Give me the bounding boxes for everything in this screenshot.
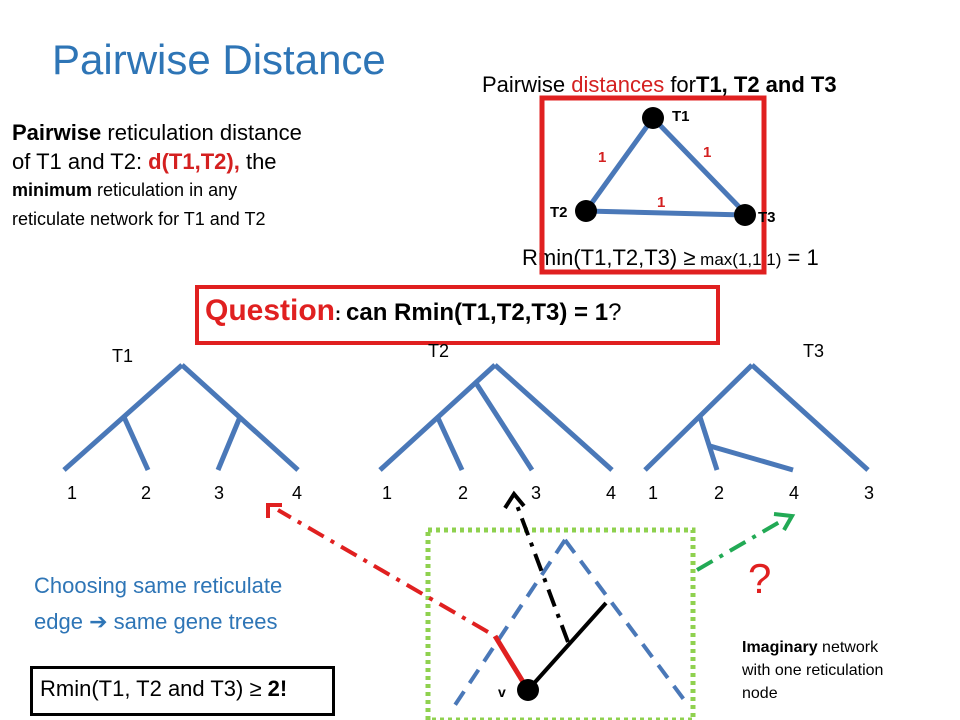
- network-node-v: [517, 679, 539, 701]
- edge-t1-t2: [583, 116, 656, 213]
- tree-label-t3: T3: [803, 341, 824, 361]
- choosing-line2b: same gene trees: [107, 609, 278, 634]
- tree-t3-leaf-3: 3: [864, 483, 874, 503]
- node-label-v: v: [498, 684, 506, 700]
- edge-t2-t3: [585, 208, 746, 218]
- definition-text: Pairwise reticulation distance of T1 and…: [12, 118, 302, 234]
- def-line4: reticulate network for T1 and T2: [12, 209, 266, 229]
- rmin-result-a: Rmin(T1, T2 and T3): [40, 676, 250, 701]
- tree-t3-branch-4: [709, 443, 794, 473]
- rmin-result: Rmin(T1, T2 and T3) ≥ 2!: [40, 676, 287, 702]
- tree-t2: [378, 363, 614, 472]
- edge-label-t1-t2: 1: [598, 149, 606, 166]
- tree-t3-leaf-1: 1: [648, 483, 658, 503]
- imaginary-network-note: Imaginary network with one reticulation …: [742, 636, 883, 705]
- tree-t2-branch-left: [378, 363, 497, 472]
- question-colon: :: [335, 304, 347, 324]
- imaginary-bold: Imaginary: [742, 639, 818, 656]
- imaginary-line1: network: [817, 639, 879, 656]
- network-dashed-tree: [453, 538, 690, 707]
- tree-label-t1: T1: [112, 346, 133, 366]
- tree-t1-leaf-2: 2: [141, 483, 151, 503]
- node-t1: [642, 107, 664, 129]
- pd-heading-pre: Pairwise: [482, 72, 572, 97]
- triangle-box: [539, 95, 767, 275]
- network-dashed-left: [453, 538, 567, 707]
- tree-t3-branch-2: [697, 416, 720, 471]
- def-line1: reticulation distance: [101, 120, 302, 145]
- tree-label-t2: T2: [428, 341, 449, 361]
- slide-title: Pairwise Distance: [52, 36, 386, 83]
- arrow-to-t2: [513, 499, 570, 643]
- tree-t3: [643, 363, 870, 473]
- def-pairwise: Pairwise: [12, 120, 102, 145]
- def-line3: reticulation in any: [92, 180, 238, 200]
- arrow-to-t3: [695, 518, 785, 572]
- tree-t1-leaf-1: 1: [67, 483, 77, 503]
- imaginary-line3: node: [742, 685, 778, 702]
- rmin-result-b: 2!: [261, 676, 288, 701]
- node-t2: [575, 200, 597, 222]
- edge-t1-t3: [651, 116, 747, 215]
- rmin-bound-max: max(1,1,1): [695, 250, 782, 269]
- tree-t2-leaf-4: 4: [606, 483, 616, 503]
- arrow-icon: ➔: [89, 609, 108, 634]
- tree-t3-leaf-2: 2: [714, 483, 724, 503]
- node-label-t2: T2: [550, 204, 568, 221]
- def-distance: d(T1,T2),: [148, 149, 240, 174]
- pairwise-distances-heading: Pairwise distances forT1, T2 and T3: [482, 72, 837, 98]
- arrowhead-t2: [503, 490, 526, 510]
- rmin-lower-bound: Rmin(T1,T2,T3) ≥ max(1,1,1) = 1: [522, 245, 819, 271]
- question-box: [195, 285, 720, 345]
- rmin-bound-a: Rmin(T1,T2,T3): [522, 245, 684, 270]
- edge-label-t1-t3: 1: [703, 144, 711, 161]
- tree-t2-branch-3: [473, 381, 535, 472]
- pd-heading-post: for: [664, 72, 696, 97]
- rmin-result-box: [30, 666, 335, 716]
- question-body: can Rmin(T1,T2,T3) = 1: [346, 299, 609, 326]
- def-line2c: the: [239, 149, 277, 174]
- pd-heading-trees: T1, T2 and T3: [696, 72, 837, 97]
- tree-t3-branch-right: [750, 363, 870, 472]
- question-text: Question: can Rmin(T1,T2,T3) = 1?: [205, 294, 621, 328]
- tree-t1-branch-2: [121, 415, 151, 472]
- node-label-t1: T1: [672, 108, 690, 125]
- tree-t1-leaf-3: 3: [214, 483, 224, 503]
- tree-t2-branch-2: [435, 416, 465, 472]
- edge-label-t2-t3: 1: [657, 194, 665, 211]
- question-label: Question: [205, 294, 336, 327]
- question-mark: ?: [608, 299, 622, 326]
- tree-t2-branch-right: [493, 363, 614, 472]
- tree-t2-leaf-1: 1: [382, 483, 392, 503]
- tree-t3-leaf-4: 4: [789, 483, 799, 503]
- node-t3: [734, 204, 756, 226]
- rmin-bound-sym: ≥: [683, 245, 696, 270]
- rmin-bound-c: = 1: [781, 245, 819, 270]
- tree-t1-leaf-4: 4: [292, 483, 302, 503]
- node-label-t3: T3: [758, 209, 776, 226]
- choosing-note: Choosing same reticulate edge ➔ same gen…: [34, 568, 282, 640]
- imaginary-line2: with one reticulation: [742, 662, 884, 679]
- network-black-edge: [526, 601, 608, 692]
- tree-t2-leaf-2: 2: [458, 483, 468, 503]
- tree-t1: [62, 363, 300, 472]
- choosing-line2a: edge: [34, 609, 90, 634]
- tree-t2-leaf-3: 3: [531, 483, 541, 503]
- rmin-result-sym: ≥: [249, 676, 262, 701]
- arrow-to-t1: [276, 508, 490, 634]
- arrowhead-t3: [773, 512, 796, 531]
- pd-heading-red: distances: [571, 72, 665, 97]
- network-dashed-right: [563, 538, 690, 707]
- tree-t1-branch-3: [215, 416, 243, 471]
- def-minimum: minimum: [12, 180, 93, 200]
- unknown-question-mark: ?: [748, 555, 772, 602]
- choosing-line1: Choosing same reticulate: [34, 573, 283, 598]
- network-box: [425, 527, 696, 720]
- def-line2a: of T1 and T2:: [12, 149, 149, 174]
- arrowhead-t1: [266, 503, 282, 518]
